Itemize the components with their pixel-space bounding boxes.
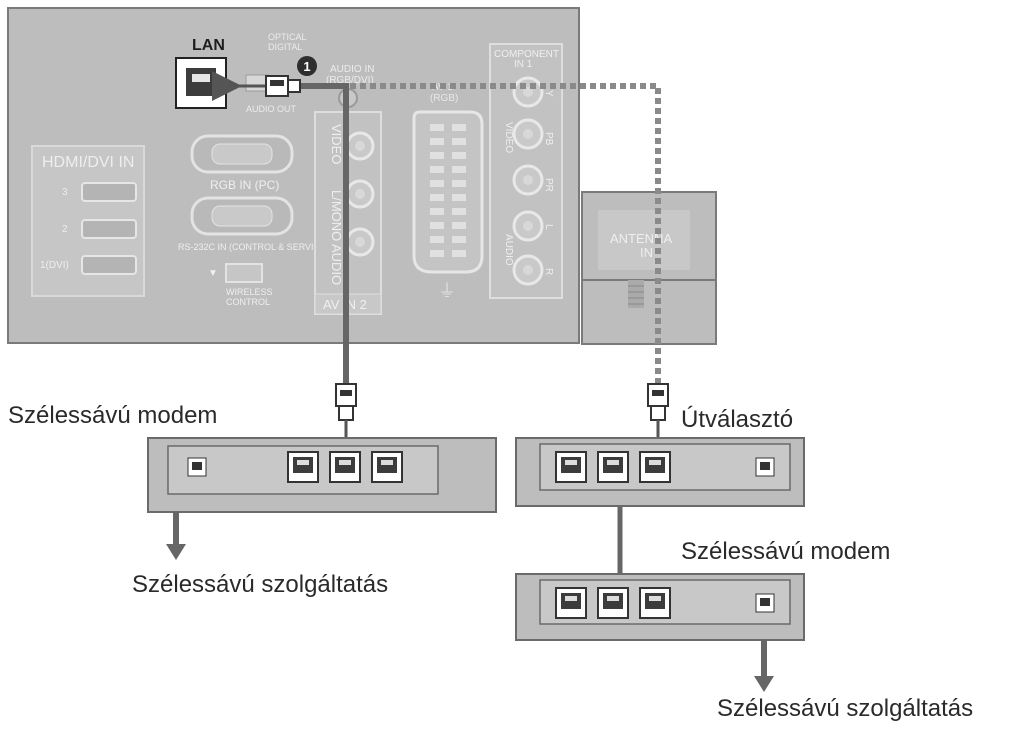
scart-pin bbox=[430, 180, 444, 187]
av1-rgb-label: (RGB) bbox=[430, 93, 458, 104]
wireless-label-2: CONTROL bbox=[226, 297, 270, 307]
scart-pin bbox=[452, 138, 466, 145]
caption-service-left: Szélessávú szolgáltatás bbox=[132, 571, 389, 598]
audio-in-label: AUDIO IN bbox=[330, 64, 374, 75]
lan-port-pins bbox=[192, 74, 210, 82]
ground-icon: ⏚ bbox=[438, 281, 456, 301]
component-video-group: VIDEO bbox=[503, 122, 514, 153]
scart-pin bbox=[452, 236, 466, 243]
av2-audio-label: AUDIO bbox=[329, 244, 344, 285]
component-port-label: Y bbox=[543, 90, 554, 97]
hdmi-port-2 bbox=[81, 219, 137, 239]
scart-pin bbox=[430, 138, 444, 145]
hdmi-title: HDMI/DVI IN bbox=[42, 154, 134, 171]
rgb-in-socket bbox=[211, 143, 273, 165]
antenna-label: ANTENNA bbox=[610, 231, 672, 246]
scart-pin bbox=[430, 152, 444, 159]
antenna-in-label: IN bbox=[640, 245, 653, 260]
callout-badge bbox=[297, 56, 317, 76]
left-cable-plug-icon bbox=[335, 383, 357, 421]
scart-pin bbox=[430, 194, 444, 201]
av2-video-label: VIDEO bbox=[329, 124, 344, 164]
scart-pin bbox=[452, 222, 466, 229]
scart-pin bbox=[452, 166, 466, 173]
component-audio-group: AUDIO bbox=[503, 234, 514, 266]
component-audio-label: AUDIO bbox=[503, 234, 514, 266]
scart-pin bbox=[452, 180, 466, 187]
scart-pin bbox=[430, 250, 444, 257]
service-arrows bbox=[166, 512, 774, 692]
optical-port bbox=[245, 74, 269, 92]
scart-pin bbox=[452, 124, 466, 131]
audio-out-label: AUDIO OUT bbox=[246, 104, 297, 114]
scart-pin bbox=[452, 208, 466, 215]
wireless-label-1: WIRELESS bbox=[226, 287, 273, 297]
tv-back-panel: LAN OPTICAL DIGITAL AUDIO OUT AUDIO IN (… bbox=[7, 7, 717, 345]
ethernet-ports bbox=[287, 451, 671, 619]
caption-modem-left: Szélessávú modem bbox=[8, 402, 218, 429]
cable-left-modem bbox=[300, 83, 349, 388]
hdmi-port-1 bbox=[81, 255, 137, 275]
caption-router: Útválasztó bbox=[681, 406, 794, 433]
router-cable-plug-icon bbox=[647, 383, 669, 421]
av2-lmono-label: L/MONO bbox=[329, 190, 344, 241]
component-port-label: PB bbox=[543, 132, 554, 146]
callout-number: 1 bbox=[303, 59, 310, 74]
hdmi-port-1-label: 1(DVI) bbox=[40, 260, 69, 271]
scart-pin bbox=[452, 152, 466, 159]
av2-vertical-labels: VIDEO L/MONO AUDIO R bbox=[329, 124, 344, 307]
optical-label: OPTICAL bbox=[268, 32, 307, 42]
component-in1-label: IN 1 bbox=[514, 59, 533, 70]
antenna-connector bbox=[628, 280, 644, 308]
left-modem bbox=[147, 437, 497, 513]
lan-label: LAN bbox=[192, 37, 225, 54]
scart-pins bbox=[430, 124, 466, 257]
caption-modem-right: Szélessávú modem bbox=[681, 538, 891, 565]
component-video-label: VIDEO bbox=[503, 122, 514, 153]
caption-service-right: Szélessávú szolgáltatás bbox=[717, 695, 974, 722]
scart-pin bbox=[430, 124, 444, 131]
scart-pin bbox=[452, 194, 466, 201]
lan-plug-icon bbox=[265, 75, 301, 97]
rs232-label: RS-232C IN (CONTROL & SERVICE) bbox=[178, 242, 329, 252]
rgb-in-label: RGB IN (PC) bbox=[210, 178, 279, 192]
av1-scart-port bbox=[412, 110, 484, 274]
scart-pin bbox=[452, 250, 466, 257]
component-title: COMPONENT bbox=[494, 49, 559, 60]
scart-pin bbox=[430, 222, 444, 229]
hdmi-port-3-label: 3 bbox=[62, 187, 68, 198]
scart-pin bbox=[430, 166, 444, 173]
audio-in-sub-label: (RGB/DVI) bbox=[326, 75, 374, 86]
component-port-label: PR bbox=[543, 178, 554, 192]
component-port-label: R bbox=[543, 268, 554, 275]
scart-pin bbox=[430, 236, 444, 243]
hdmi-port-3 bbox=[81, 182, 137, 202]
rs232-socket bbox=[211, 205, 273, 227]
digital-label: DIGITAL bbox=[268, 42, 302, 52]
hdmi-port-2-label: 2 bbox=[62, 224, 68, 235]
scart-pin bbox=[430, 208, 444, 215]
wireless-marker-icon: ▼ bbox=[208, 268, 218, 279]
wireless-control-port bbox=[225, 263, 263, 283]
component-port-label: L bbox=[543, 224, 554, 230]
